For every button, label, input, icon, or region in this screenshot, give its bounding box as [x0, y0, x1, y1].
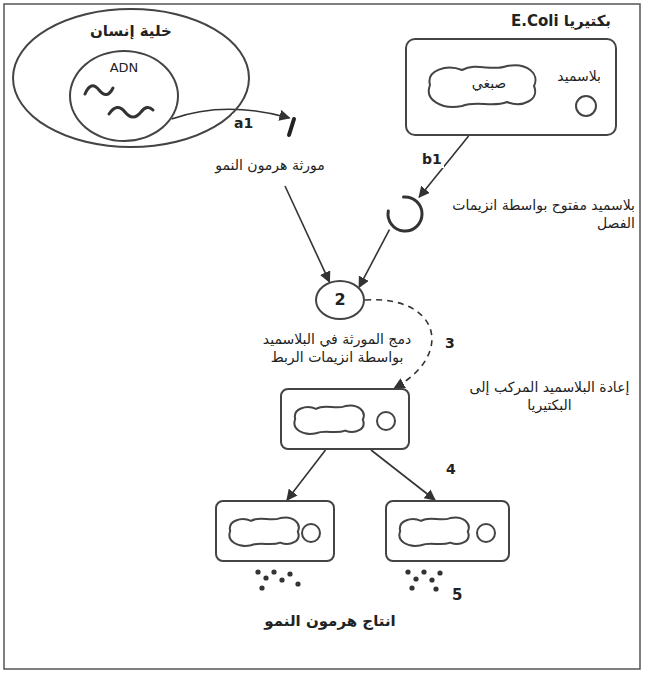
cell-title: خلية إنسان: [14, 22, 248, 42]
hormone-dot: [437, 570, 442, 575]
bacterium-art: [387, 502, 508, 560]
plasmid-ring: [477, 524, 495, 542]
step-number: 2: [317, 282, 363, 318]
arrow-connector: [359, 230, 389, 288]
bacterium-art: [217, 502, 333, 560]
plasmid-ring: [377, 412, 395, 430]
hormone-dot: [421, 569, 426, 574]
chromosome-shape: [229, 518, 298, 546]
transformation-label: إعادة البلاسميد المركب إلى البكتيريا: [462, 378, 637, 414]
human-cell: خلية إنسان ADN: [12, 8, 250, 148]
chromosome-outline: [229, 518, 298, 546]
hormone-dot: [433, 586, 438, 591]
recombinant-plasmid: 2دمج المورثة في البلاسميد بواسطة انزيمات…: [315, 280, 365, 320]
ligation-label: دمج المورثة في البلاسميد بواسطة انزيمات …: [247, 330, 427, 366]
hormone-dot: [405, 569, 410, 574]
arrow-connector: [285, 186, 329, 282]
plasmid-label: بلاسميد: [557, 67, 601, 85]
hormone-dot: [429, 577, 434, 582]
arrow-label: 4: [444, 460, 458, 478]
chromosome: صبغي: [422, 60, 556, 110]
arrow-label: b1: [420, 150, 444, 168]
bacterium-title: بكتيريا E.Coli: [511, 12, 611, 32]
arrow-connector: [172, 109, 290, 119]
arrow-connector: [371, 450, 435, 500]
gene-art: [195, 118, 345, 138]
arrow-connector: [419, 136, 468, 197]
dna-strand: [85, 86, 113, 95]
bacterium-art: [282, 390, 408, 448]
opened-plasmid-label: بلاسميد مفتوح بواسطة انزيمات الفصل: [435, 196, 635, 232]
daughter-bacterium: [215, 500, 335, 562]
outer-frame: [4, 4, 640, 669]
result-label: انتاج هرمون النمو: [215, 612, 445, 632]
dna-label: ADN: [71, 60, 177, 77]
hormone-dot: [287, 571, 292, 576]
chromosome-label: صبغي: [422, 74, 556, 92]
arrow-label: 3: [443, 334, 457, 352]
transformed-bacterium: إعادة البلاسميد المركب إلى البكتيريا: [280, 388, 410, 450]
hormone-dot: [413, 576, 418, 581]
chromosome-outline: [294, 406, 363, 434]
hormone-dot: [259, 585, 264, 590]
hormone-dot: [295, 581, 300, 586]
plasmid-ring: [302, 524, 320, 542]
hormone-dot: [271, 569, 276, 574]
arrow-label: a1: [232, 114, 255, 132]
hormone-dot: [409, 585, 414, 590]
bacterium: بكتيريا E.Coliصبغيبلاسميد: [405, 38, 617, 136]
callout-number: 5: [452, 586, 462, 606]
gene-label: مورثة هرمون النمو: [195, 156, 345, 174]
opened-plasmid: بلاسميد مفتوح بواسطة انزيمات الفصل: [383, 192, 427, 236]
opened-plasmid-art: [383, 192, 427, 236]
chromosome-shape: [294, 406, 363, 434]
plasmid-arc: [388, 197, 422, 231]
nucleus: ADN: [69, 50, 179, 142]
gene-bar: [289, 119, 294, 135]
hormone-dot: [255, 569, 260, 574]
daughter-bacterium: [385, 500, 510, 562]
chromosome-outline: [399, 518, 468, 546]
hormone-dots: [255, 569, 442, 591]
gene-fragment: مورثة هرمون النمو: [195, 118, 345, 186]
hormone-dot: [279, 577, 284, 582]
arrow-connector: [287, 450, 326, 500]
hormone-dot: [263, 575, 268, 580]
chromosome-shape: [399, 518, 468, 546]
dna-strand: [109, 107, 153, 117]
plasmid: بلاسميد: [575, 95, 597, 117]
